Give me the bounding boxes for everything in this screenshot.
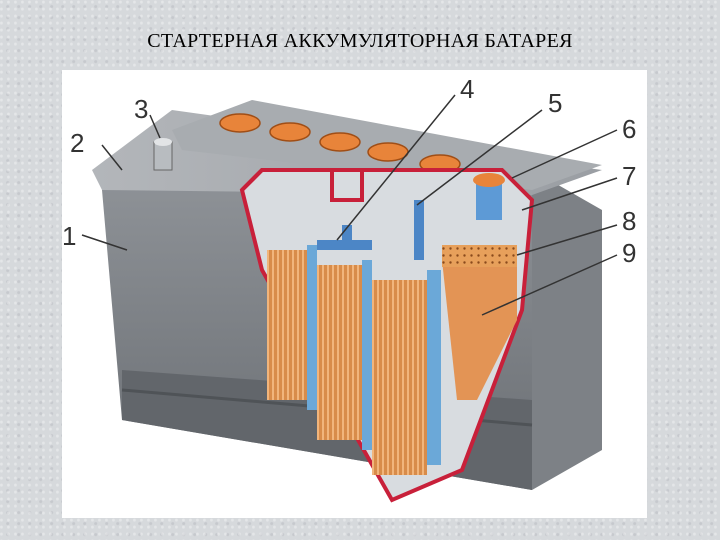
callout-9: 9 (622, 238, 636, 268)
battery-diagram: 1 2 3 4 5 6 7 8 9 (62, 70, 647, 518)
callout-8: 8 (622, 206, 636, 236)
callout-7: 7 (622, 161, 636, 191)
callout-4: 4 (460, 74, 474, 104)
case-side (532, 170, 602, 490)
terminal-post (153, 138, 173, 171)
callout-2: 2 (70, 128, 84, 158)
callout-3: 3 (134, 94, 148, 124)
cutaway-section (239, 168, 535, 503)
callout-6: 6 (622, 114, 636, 144)
leader-lines (81, 94, 618, 316)
callout-5: 5 (548, 88, 562, 118)
callout-1: 1 (62, 221, 76, 251)
page-title: СТАРТЕРНАЯ АККУМУЛЯТОРНАЯ БАТАРЕЯ (147, 30, 573, 52)
